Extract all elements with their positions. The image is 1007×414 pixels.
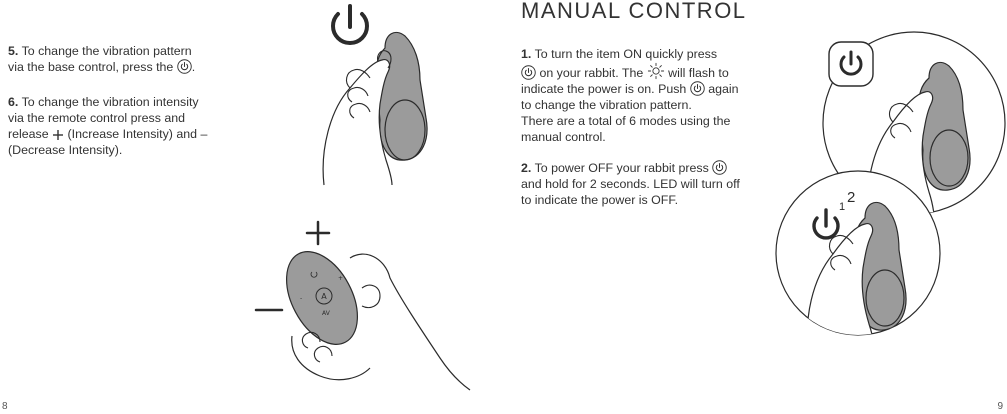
counter-label: 1 — [839, 201, 845, 213]
step-5-text: 5. To change the vibration pattern via t… — [8, 44, 196, 74]
svg-text:AV: AV — [322, 310, 331, 317]
page-number-right: 9 — [997, 401, 1003, 412]
hand-holding-rabbit-illustration — [322, 4, 428, 186]
right-page: MANUAL CONTROL 1. To turn the item ON qu… — [503, 0, 1007, 414]
power-on-circle-illustration — [822, 31, 1006, 215]
step-1-text: 1. To turn the item ON quickly press on … — [521, 47, 739, 144]
svg-text:-: - — [300, 295, 302, 302]
step-number: 1. — [521, 47, 532, 61]
power-icon — [712, 160, 727, 175]
step-number: 5. — [8, 44, 19, 58]
led-sun-icon — [647, 62, 665, 80]
step-number: 2. — [521, 161, 532, 175]
page-title: MANUAL CONTROL — [521, 0, 747, 23]
plus-icon — [53, 130, 64, 140]
power-icon — [812, 208, 840, 240]
svg-text:+: + — [338, 275, 343, 282]
left-page: 5. To change the vibration pattern via t… — [0, 0, 503, 414]
step-2-text: 2. To power OFF your rabbit press and ho… — [521, 160, 740, 207]
page-number-left: 8 — [2, 401, 8, 412]
hand-holding-remote-illustration: A - + AV — [254, 220, 471, 391]
plus-icon — [305, 220, 331, 246]
step-6-text: 6. To change the vibration intensity via… — [8, 95, 208, 157]
power-icon — [839, 50, 863, 76]
counter-label: 2 — [847, 189, 855, 206]
step-number: 6. — [8, 95, 19, 109]
power-icon — [177, 59, 192, 74]
power-off-circle-illustration: 1 2 — [775, 170, 941, 336]
power-icon — [521, 65, 536, 80]
svg-text:A: A — [321, 292, 327, 301]
power-icon — [331, 4, 369, 46]
power-icon — [690, 81, 705, 96]
